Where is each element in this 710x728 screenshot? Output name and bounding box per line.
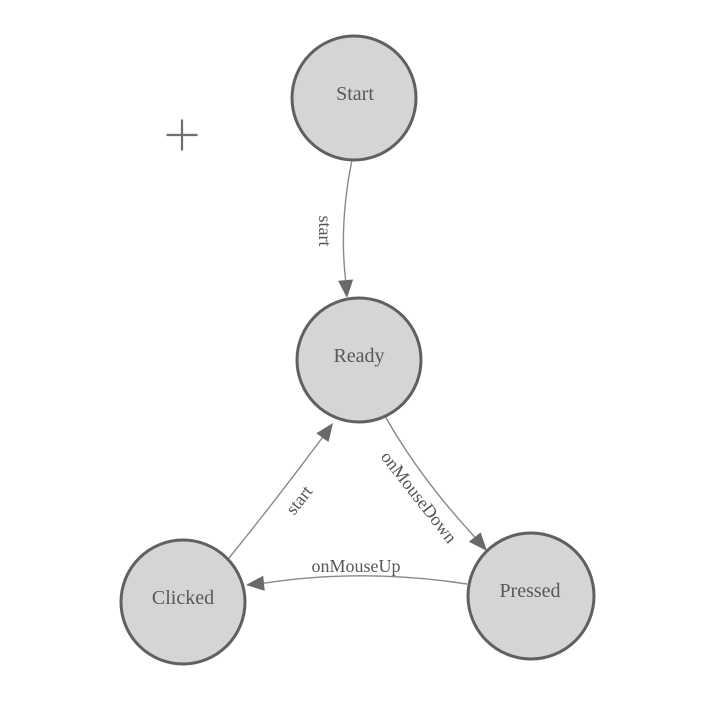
edge-pressed-to-clicked-label: onMouseUp bbox=[312, 556, 401, 576]
edge-start-to-ready-line[interactable] bbox=[342, 159, 353, 281]
edge-start-to-ready-label: start bbox=[315, 216, 335, 247]
edge-ready-to-pressed-label: onMouseDown bbox=[377, 447, 461, 547]
node-start-circle[interactable] bbox=[290, 34, 418, 162]
edge-start-to-ready[interactable]: start bbox=[315, 159, 354, 298]
node-start-label: Start bbox=[336, 83, 374, 105]
edge-ready-to-pressed-arrowhead-icon bbox=[468, 532, 487, 551]
edge-clicked-to-ready[interactable]: start bbox=[228, 423, 333, 559]
plus-crosshair-icon bbox=[166, 119, 198, 151]
edge-pressed-to-clicked-line[interactable] bbox=[263, 575, 468, 585]
node-clicked-circle[interactable] bbox=[119, 538, 247, 666]
node-ready-circle[interactable] bbox=[295, 296, 423, 424]
node-ready-label: Ready bbox=[333, 345, 384, 367]
edge-clicked-to-ready-label: start bbox=[282, 482, 317, 519]
node-ready[interactable]: Ready bbox=[295, 296, 423, 424]
edge-clicked-to-ready-arrowhead-icon bbox=[316, 423, 333, 442]
edge-ready-to-pressed[interactable]: onMouseDown bbox=[377, 415, 487, 551]
edge-ready-to-pressed-line[interactable] bbox=[384, 415, 476, 538]
edge-clicked-to-ready-line[interactable] bbox=[228, 437, 323, 559]
node-pressed[interactable]: Pressed bbox=[466, 531, 596, 661]
node-clicked[interactable]: Clicked bbox=[119, 538, 247, 666]
edge-pressed-to-clicked[interactable]: onMouseUp bbox=[246, 556, 468, 591]
node-pressed-circle[interactable] bbox=[466, 531, 596, 661]
node-pressed-label: Pressed bbox=[499, 580, 560, 602]
edge-pressed-to-clicked-arrowhead-icon bbox=[246, 575, 265, 591]
node-start[interactable]: Start bbox=[290, 34, 418, 162]
edge-start-to-ready-arrowhead-icon bbox=[338, 279, 354, 298]
node-clicked-label: Clicked bbox=[152, 587, 214, 609]
